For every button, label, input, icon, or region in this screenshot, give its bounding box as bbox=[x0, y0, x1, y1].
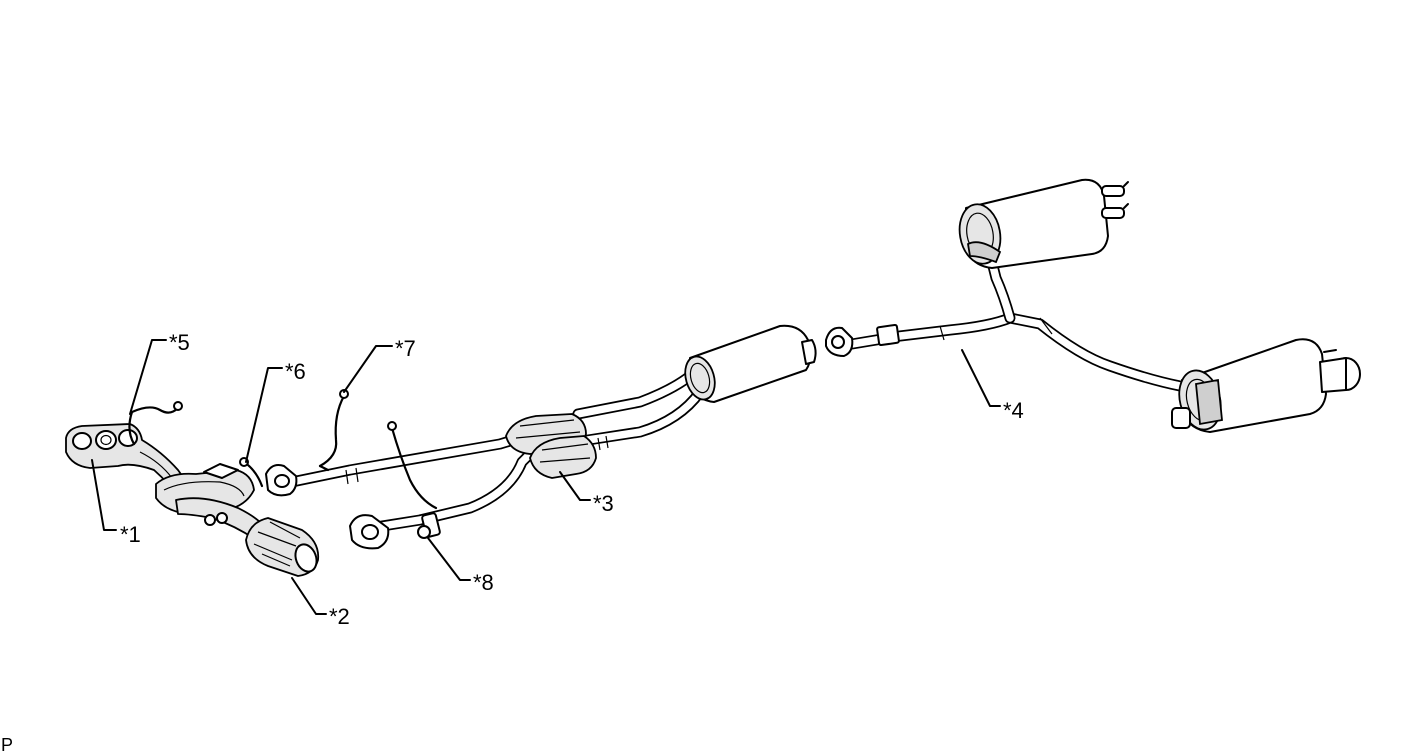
tail-pipe-assembly bbox=[825, 256, 1186, 392]
callout-4-label: *4 bbox=[1003, 398, 1024, 423]
front-flange-lower bbox=[349, 512, 441, 550]
callout-4: *4 bbox=[961, 349, 1024, 423]
front-catalytic-converter bbox=[245, 517, 320, 577]
callout-3: *3 bbox=[559, 471, 614, 516]
callout-7: *7 bbox=[343, 336, 416, 393]
rear-muffler-right bbox=[1171, 338, 1361, 433]
callout-2-label: *2 bbox=[329, 604, 350, 629]
callout-5: *5 bbox=[129, 330, 190, 415]
callout-8-label: *8 bbox=[473, 570, 494, 595]
callout-8: *8 bbox=[427, 537, 494, 595]
callout-1-label: *1 bbox=[120, 522, 141, 547]
oxygen-sensor-8-wire bbox=[387, 421, 438, 510]
center-catalytic-converter-lower bbox=[529, 435, 597, 479]
callout-7-label: *7 bbox=[395, 336, 416, 361]
rear-muffler-left bbox=[958, 178, 1129, 269]
callout-6-label: *6 bbox=[285, 359, 306, 384]
callout-3-label: *3 bbox=[593, 491, 614, 516]
oxygen-sensor-5-wire bbox=[128, 401, 183, 446]
front-exhaust-pipe-branch bbox=[155, 463, 267, 541]
front-flange-upper bbox=[265, 464, 298, 497]
callout-6: *6 bbox=[245, 359, 306, 463]
callout-5-label: *5 bbox=[169, 330, 190, 355]
callout-1: *1 bbox=[91, 459, 141, 547]
oxygen-sensor-7-wire bbox=[318, 389, 349, 472]
center-muffler bbox=[684, 324, 817, 403]
illustration-code: P bbox=[1, 735, 13, 755]
callout-2: *2 bbox=[291, 577, 350, 629]
